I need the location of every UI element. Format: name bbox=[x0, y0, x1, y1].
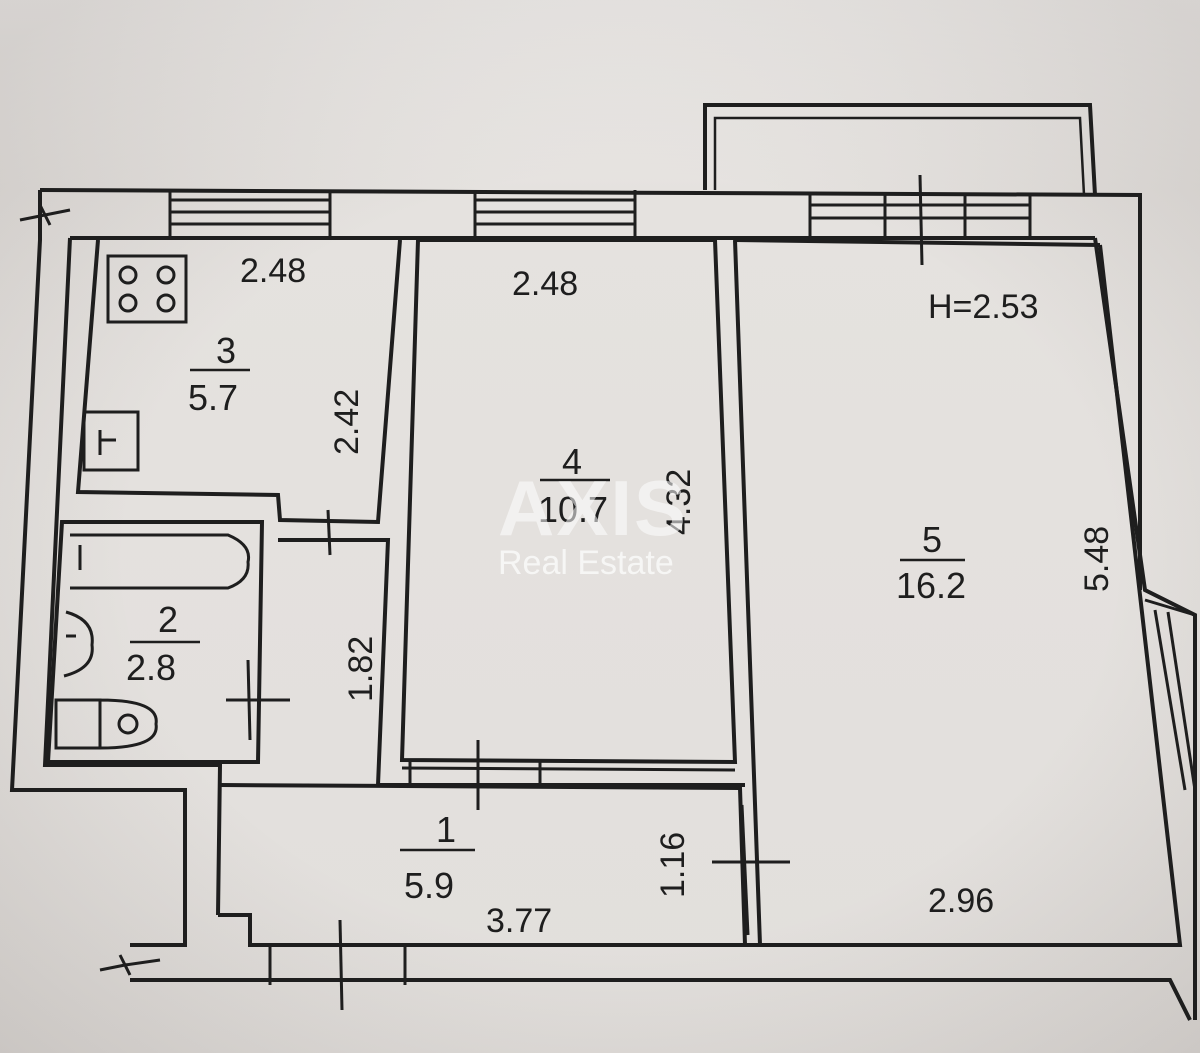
outer-wall-bottom-inner bbox=[218, 913, 1180, 947]
stove bbox=[106, 254, 188, 324]
kitchen-sink bbox=[82, 410, 140, 472]
bathroom-sink bbox=[63, 610, 94, 678]
dim-corridor-length: 1.82 bbox=[342, 636, 380, 702]
dim-room4-width: 2.48 bbox=[512, 265, 578, 303]
balcony bbox=[703, 103, 1097, 196]
outer-wall-bottom bbox=[130, 978, 1192, 1021]
toilet bbox=[54, 698, 158, 750]
kitchen-walls bbox=[75, 239, 402, 525]
dim-kitchen-depth: 2.42 bbox=[328, 389, 366, 455]
balcony-door-window bbox=[808, 174, 1032, 266]
hall-walls bbox=[219, 783, 747, 946]
dim-room5-depth: 5.48 bbox=[1078, 526, 1116, 592]
room5-area: 16.2 bbox=[896, 565, 966, 606]
room4-area: 10.7 bbox=[538, 489, 608, 530]
room1-number: 1 bbox=[436, 809, 456, 850]
outer-wall-left-inner bbox=[42, 237, 223, 916]
dim-kitchen-width: 2.48 bbox=[240, 252, 306, 290]
watermark-tagline: Real Estate bbox=[498, 544, 674, 582]
dim-room5-width: 2.96 bbox=[928, 882, 994, 920]
room1-area: 5.9 bbox=[404, 865, 454, 906]
window-kitchen bbox=[168, 190, 332, 238]
bathtub bbox=[70, 533, 251, 590]
window-room4 bbox=[473, 190, 637, 238]
dim-hall-length: 3.77 bbox=[486, 902, 552, 940]
break-mark-bottom bbox=[99, 954, 161, 976]
room5-number: 5 bbox=[922, 519, 942, 560]
watermark-brand: AXIS bbox=[498, 464, 688, 552]
balcony-inner bbox=[713, 116, 1086, 196]
room3-number: 3 bbox=[216, 330, 236, 371]
dim-room4-depth: 4.32 bbox=[660, 469, 698, 535]
break-mark-top bbox=[19, 204, 71, 226]
room2-area: 2.8 bbox=[126, 647, 176, 688]
bathroom-walls bbox=[45, 520, 265, 764]
dim-hall-width: 1.16 bbox=[654, 832, 692, 898]
dim-ceiling-height: H=2.53 bbox=[928, 288, 1039, 326]
room4-number: 4 bbox=[562, 441, 582, 482]
room3-area: 5.7 bbox=[188, 377, 238, 418]
room4-walls bbox=[399, 238, 738, 765]
outer-wall-top bbox=[39, 188, 1142, 590]
outer-wall-left bbox=[9, 190, 187, 947]
room2-number: 2 bbox=[158, 599, 178, 640]
window-room5-side bbox=[1144, 598, 1197, 791]
room5-walls bbox=[733, 239, 1183, 947]
